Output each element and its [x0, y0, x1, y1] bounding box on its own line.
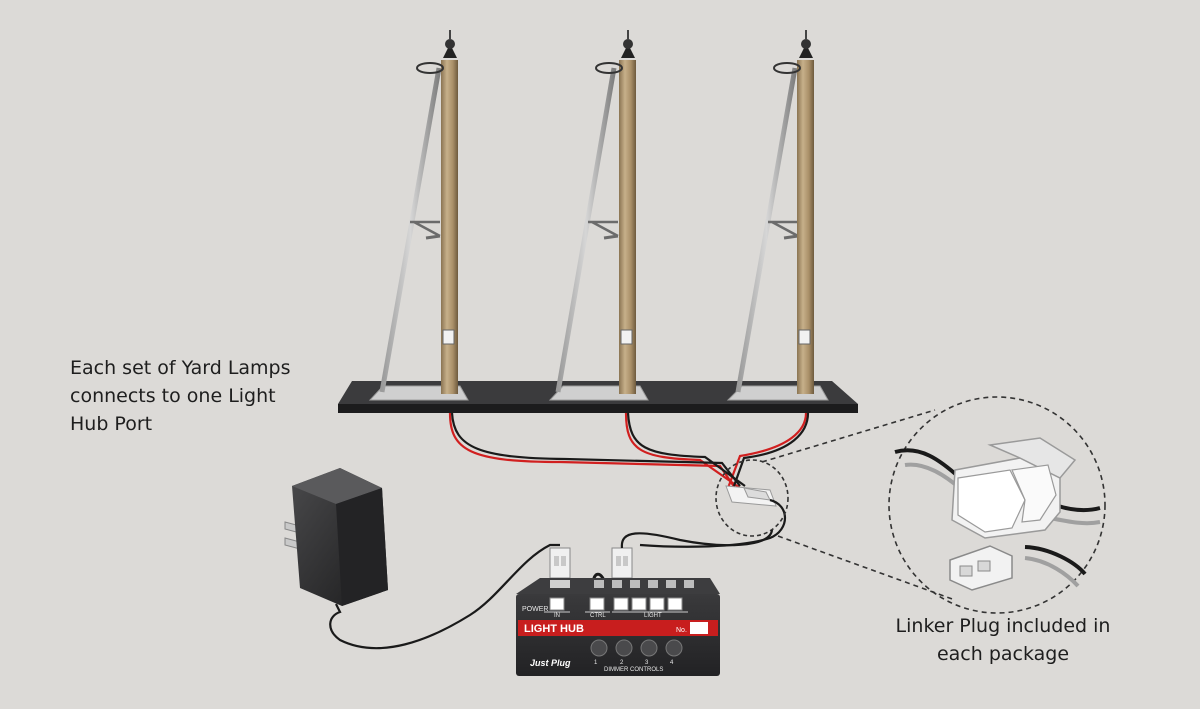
yard-lamps-caption: Each set of Yard Lamps connects to one L… — [70, 357, 291, 435]
hub-power-label: POWER — [522, 606, 548, 613]
hub-brand: Just Plug — [530, 658, 571, 668]
dimmer-number-3: 3 — [645, 660, 649, 666]
dimmer-number-4: 4 — [670, 660, 674, 666]
zoom-lines — [761, 396, 1106, 614]
hub-in-label: IN — [554, 613, 560, 619]
dimmer-number-2: 2 — [620, 660, 624, 666]
dimmer-knob-icon[interactable] — [590, 639, 683, 657]
base-plate — [338, 381, 858, 413]
yard-lamp-pole-icon — [735, 30, 814, 394]
hub-title: LIGHT HUB — [524, 623, 584, 635]
yard-lamp-pole-icon — [379, 30, 458, 394]
linker-plug-caption: Linker Plug included in each package — [895, 615, 1111, 665]
linker-plug-icon — [639, 459, 789, 548]
yard-lamp-pole-icon — [555, 30, 636, 394]
hub-light-label: LIGHT — [644, 613, 662, 619]
power-adapter-icon — [284, 468, 560, 650]
hub-ctrl-label: CTRL — [590, 613, 606, 619]
hub-no-label: No. — [676, 627, 687, 634]
dimmer-number-1: 1 — [594, 660, 598, 666]
hub-dimmer-label: DIMMER CONTROLS — [604, 667, 663, 673]
linker-plug-zoom-icon — [894, 437, 1101, 591]
lamp-wires — [448, 412, 810, 489]
light-hub-icon: POWER IN CTRL LIGHT LIGHT HUB No. 1 2 3 … — [516, 578, 720, 676]
